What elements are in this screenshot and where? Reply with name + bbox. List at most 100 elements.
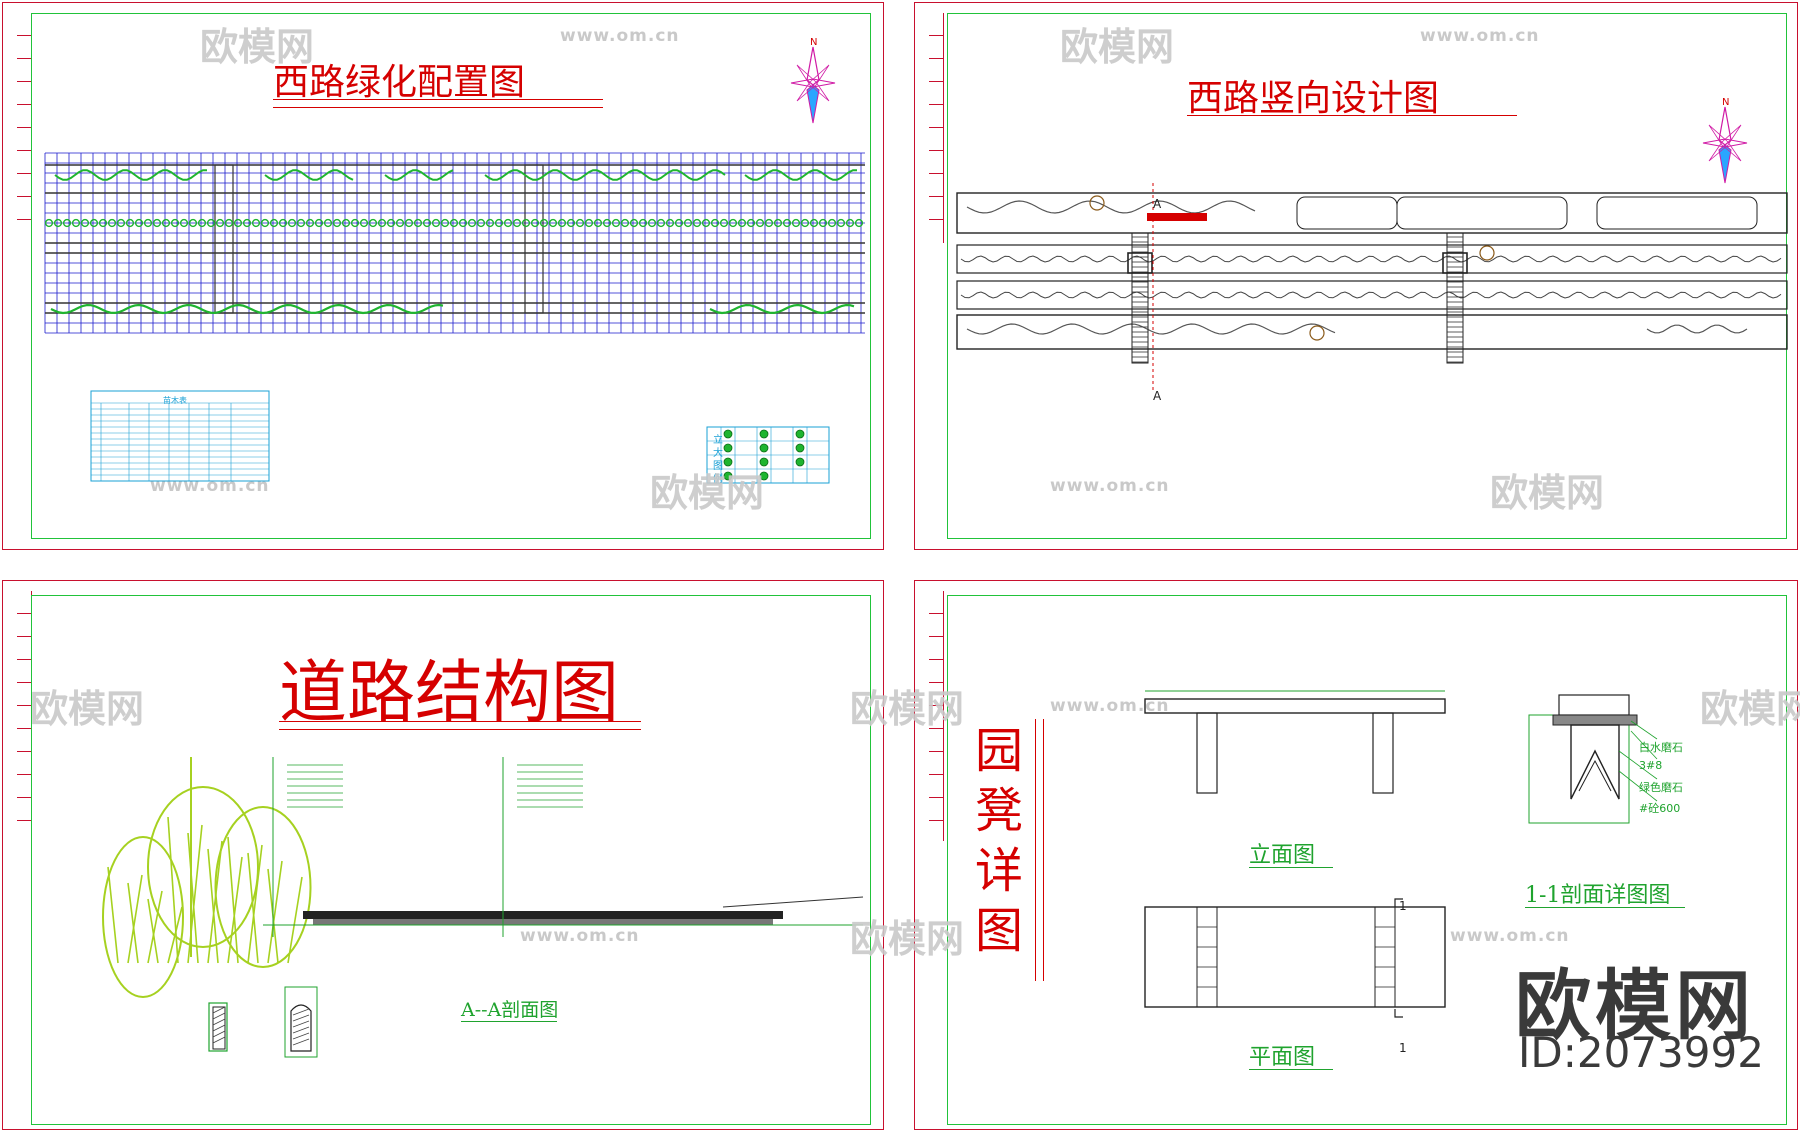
street-tree	[98, 218, 108, 228]
north-arrow-icon: N	[790, 37, 836, 124]
crosswalk	[524, 164, 544, 314]
street-tree	[359, 218, 369, 228]
title-underline	[1187, 115, 1517, 116]
hatch	[212, 1018, 226, 1026]
tree-branch	[147, 898, 159, 964]
tree-canopy	[147, 786, 259, 948]
planting-bed-bottom	[50, 303, 444, 315]
title-char-4: 图	[975, 903, 1024, 959]
street-tree	[710, 218, 720, 228]
street-tree	[575, 218, 585, 228]
bench-leg	[1196, 712, 1218, 794]
sheet-vertical-design: 西路竖向设计图 N A A	[914, 2, 1798, 550]
planting-bed-top	[264, 169, 354, 181]
street-tree	[818, 218, 828, 228]
terrazzo-layer	[1552, 714, 1638, 726]
plant-table-title: 苗木表	[163, 396, 187, 405]
street-tree	[233, 218, 243, 228]
street-tree	[350, 218, 360, 228]
v-inner	[1578, 759, 1612, 792]
bench-plan-drawing	[1144, 898, 1446, 1018]
street-tree	[683, 218, 693, 228]
sheet-road-structure: 道路结构图 A--A剖面图	[2, 580, 884, 1130]
plant-legend-table	[706, 426, 830, 484]
street-tree	[431, 218, 441, 228]
legend-char-2: 大	[713, 448, 723, 459]
planting-bed-top	[384, 169, 454, 181]
tree-branch	[227, 836, 239, 964]
street-tree	[260, 218, 270, 228]
hatch	[212, 1006, 226, 1014]
callout-2: 3#8	[1639, 759, 1663, 772]
street-tree	[647, 218, 657, 228]
section-mark-bottom: A	[1153, 389, 1162, 403]
street-tree	[62, 218, 72, 228]
section-label-underline	[461, 1021, 557, 1022]
street-tree	[602, 218, 612, 228]
street-tree	[404, 218, 414, 228]
legend-symbol	[723, 457, 733, 467]
street-tree	[197, 218, 207, 228]
street-tree	[521, 218, 531, 228]
street-tree	[845, 218, 855, 228]
street-tree	[836, 218, 846, 228]
legend-symbol	[795, 443, 805, 453]
street-tree	[71, 218, 81, 228]
street-tree	[674, 218, 684, 228]
street-tree	[224, 218, 234, 228]
street-tree	[215, 218, 225, 228]
street-tree	[611, 218, 621, 228]
street-tree	[296, 218, 306, 228]
hatch	[292, 1038, 310, 1046]
street-tree	[323, 218, 333, 228]
street-tree	[494, 218, 504, 228]
callout-leader	[1630, 720, 1658, 740]
tree-branch	[167, 816, 179, 964]
street-tree	[305, 218, 315, 228]
street-tree	[692, 218, 702, 228]
callout-1: 白水磨石	[1639, 741, 1683, 754]
legend-char-1: 立	[713, 435, 723, 446]
street-tree	[179, 218, 189, 228]
elevation-marker	[1479, 245, 1495, 261]
crosswalk	[214, 164, 234, 314]
street-tree	[665, 218, 675, 228]
edge-slope	[722, 896, 864, 908]
title-char-3: 详	[975, 843, 1024, 899]
legend-char-3: 图	[713, 461, 723, 472]
legend-symbol	[723, 443, 733, 453]
street-tree	[368, 218, 378, 228]
street-tree	[728, 218, 738, 228]
tree-branch	[107, 866, 119, 964]
street-tree	[800, 218, 810, 228]
elevation-marker	[1309, 325, 1325, 341]
plan-label: 平面图	[1249, 1045, 1316, 1070]
planter-outline	[966, 200, 1256, 214]
street-tree	[44, 218, 54, 228]
plan-section-mark-bottom: 1	[1399, 1041, 1407, 1055]
sheet-title: 西路竖向设计图	[1187, 78, 1440, 119]
street-tree	[287, 218, 297, 228]
title-vline-2	[1043, 719, 1044, 981]
street-tree	[719, 218, 729, 228]
street-tree	[503, 218, 513, 228]
title-block-strip	[17, 13, 32, 243]
title-underline	[279, 721, 641, 722]
crosswalk	[1446, 232, 1464, 364]
section-mark-top: A	[1153, 197, 1162, 211]
planting-grid-plan	[44, 152, 865, 334]
tree-branch	[127, 874, 143, 964]
planting-bed-top	[744, 169, 857, 181]
tree-branch	[187, 832, 199, 964]
bench-leg	[1372, 712, 1394, 794]
street-tree	[170, 218, 180, 228]
inner-frame	[947, 595, 1787, 1125]
hatch	[212, 1024, 226, 1032]
street-tree	[134, 218, 144, 228]
street-tree	[152, 218, 162, 228]
tree-branch	[127, 882, 139, 964]
street-tree	[512, 218, 522, 228]
section-highlight	[1147, 213, 1207, 221]
street-tree	[314, 218, 324, 228]
bench-v-leg	[1570, 724, 1620, 800]
